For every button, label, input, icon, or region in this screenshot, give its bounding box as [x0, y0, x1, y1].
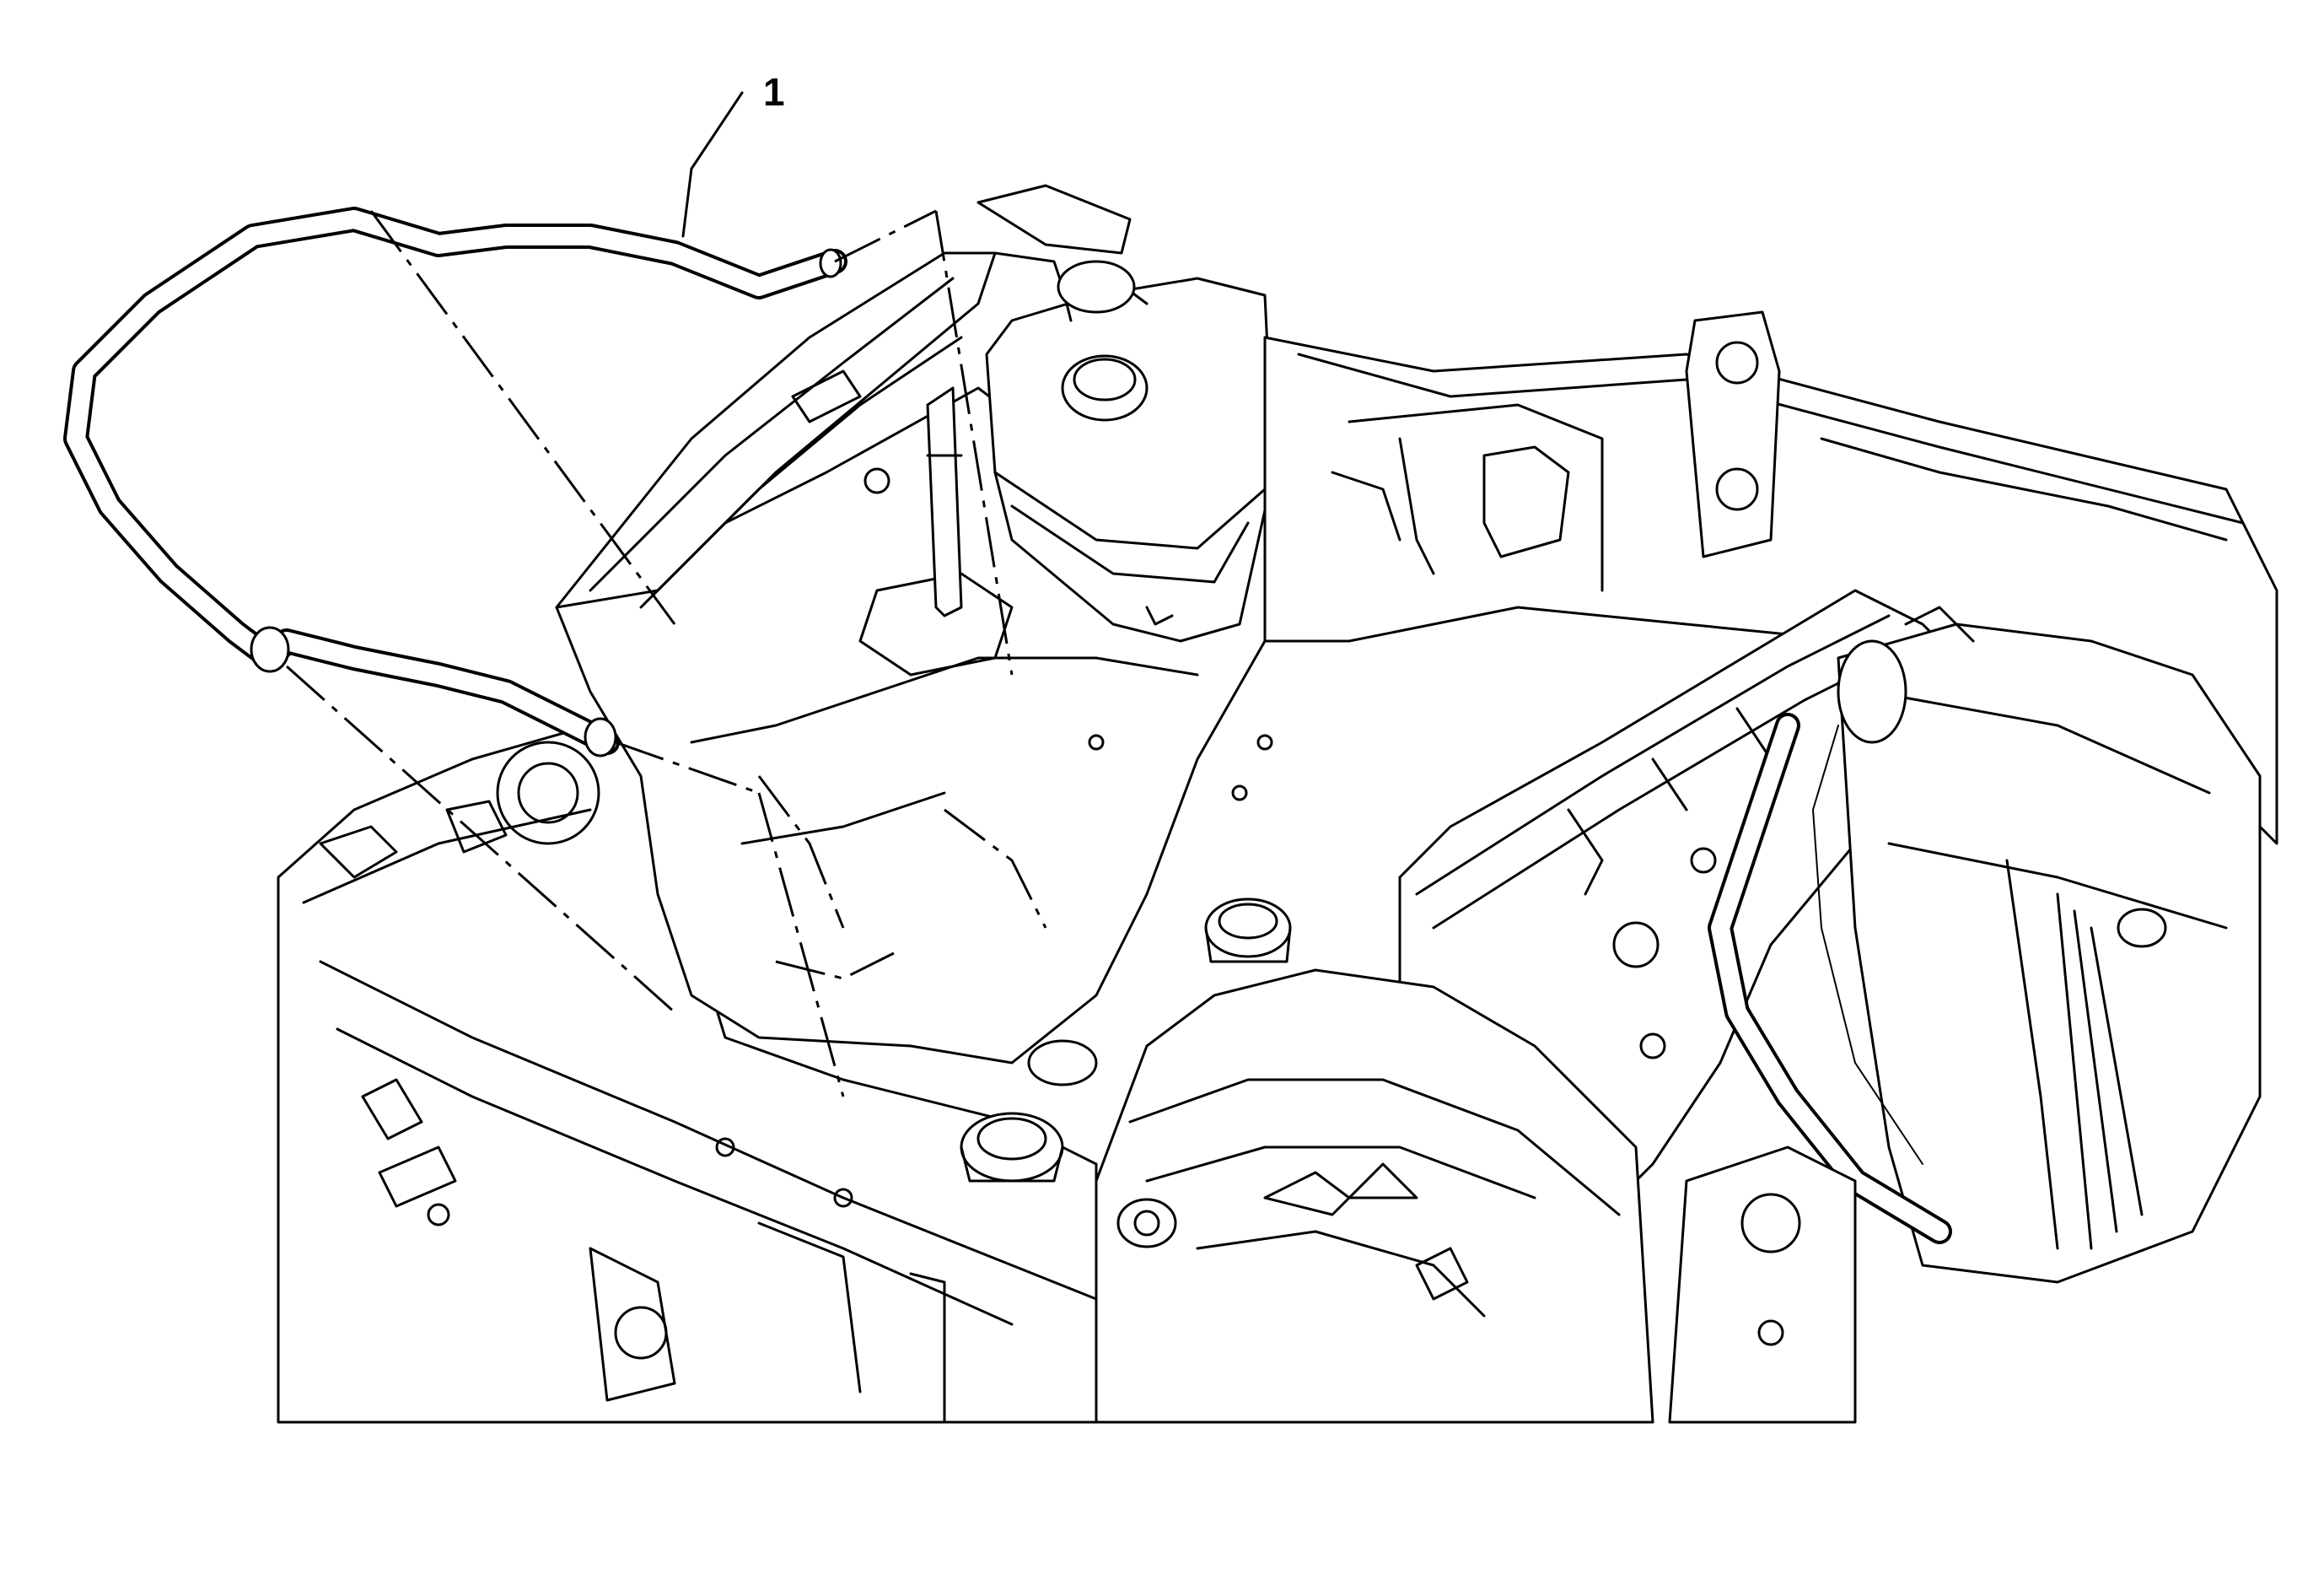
callout-1: 1: [681, 70, 785, 238]
firewall: [1263, 310, 2278, 845]
radiator-fan-shroud: [1095, 968, 1654, 1424]
engine-mount-bracket: [1668, 1145, 1857, 1424]
fill-caps: [960, 898, 1292, 1248]
air-cleaner-housing: [1837, 623, 2262, 1284]
coolant-surge-tank: [926, 260, 1275, 643]
callout-1-label: 1: [763, 70, 785, 114]
fender-rail: [555, 184, 1132, 609]
assembly-leader-lines: [286, 209, 1014, 1097]
vacuum-hose: [63, 207, 847, 757]
